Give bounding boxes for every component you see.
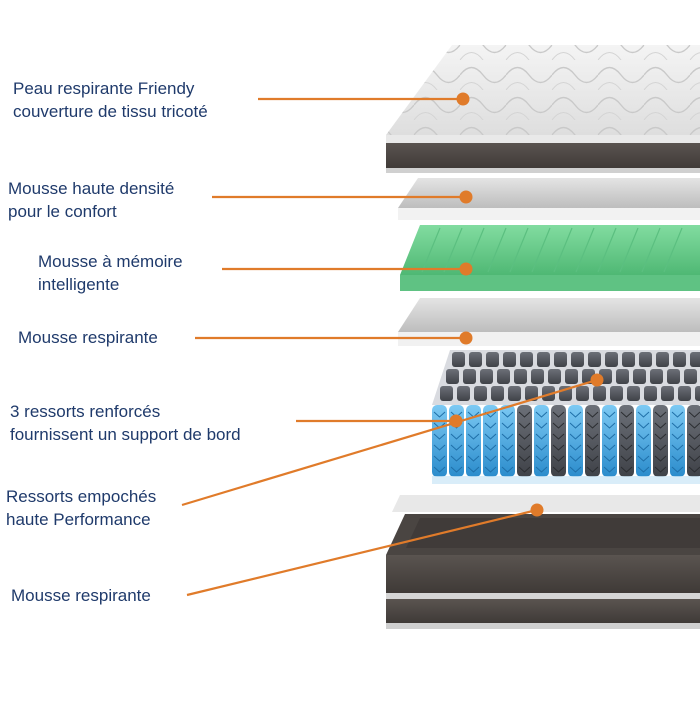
- leader-breathable-foam-top-dot: [459, 331, 473, 345]
- leader-high-density-foam: [212, 190, 473, 204]
- leader-knit-cover: [258, 92, 470, 106]
- label-breathable-foam-top: Mousse respirante: [18, 326, 158, 349]
- label-edge-support-springs-line-2: fournissent un support de bord: [10, 425, 241, 444]
- label-knit-cover-line-1: Peau respirante Friendy: [13, 79, 195, 98]
- label-memory-foam-line-2: intelligente: [38, 275, 120, 294]
- label-knit-cover: Peau respirante Friendy couverture de ti…: [13, 77, 208, 123]
- label-breathable-foam-top-line-1: Mousse respirante: [18, 328, 158, 347]
- leader-pocket-springs-dot: [590, 373, 604, 387]
- label-high-density-foam-line-2: pour le confort: [8, 202, 117, 221]
- knit-cover-layer: [386, 45, 700, 173]
- leader-high-density-foam-dot: [459, 190, 473, 204]
- leader-breathable-foam-bottom-dot: [530, 503, 544, 517]
- label-breathable-foam-bottom-line-1: Mousse respirante: [11, 586, 151, 605]
- label-pocket-springs-line-2: haute Performance: [6, 510, 151, 529]
- leader-memory-foam-dot: [459, 262, 473, 276]
- leader-knit-cover-dot: [456, 92, 470, 106]
- label-edge-support-springs-line-1: 3 ressorts renforcés: [10, 402, 161, 421]
- label-memory-foam: Mousse à mémoire intelligente: [38, 250, 183, 296]
- label-high-density-foam-line-1: Mousse haute densité: [8, 179, 175, 198]
- leader-memory-foam: [222, 262, 473, 276]
- label-knit-cover-line-2: couverture de tissu tricoté: [13, 102, 208, 121]
- breathable-foam-bottom-layer: [386, 495, 700, 629]
- spring-unit: [432, 350, 700, 484]
- leader-pocket-springs: [181, 373, 604, 507]
- leader-breathable-foam-top: [195, 331, 473, 345]
- leader-lines: [181, 92, 604, 597]
- memory-foam-layer: [400, 225, 700, 291]
- label-breathable-foam-bottom: Mousse respirante: [11, 584, 151, 607]
- label-memory-foam-line-1: Mousse à mémoire: [38, 252, 183, 271]
- label-pocket-springs-line-1: Ressorts empochés: [6, 487, 157, 506]
- breathable-foam-top-layer: [398, 298, 700, 346]
- label-high-density-foam: Mousse haute densité pour le confort: [8, 177, 174, 223]
- label-edge-support-springs: 3 ressorts renforcés fournissent un supp…: [10, 400, 241, 446]
- label-pocket-springs: Ressorts empochés haute Performance: [6, 485, 156, 531]
- high-density-foam-layer: [398, 178, 700, 220]
- leader-breathable-foam-bottom: [186, 503, 544, 597]
